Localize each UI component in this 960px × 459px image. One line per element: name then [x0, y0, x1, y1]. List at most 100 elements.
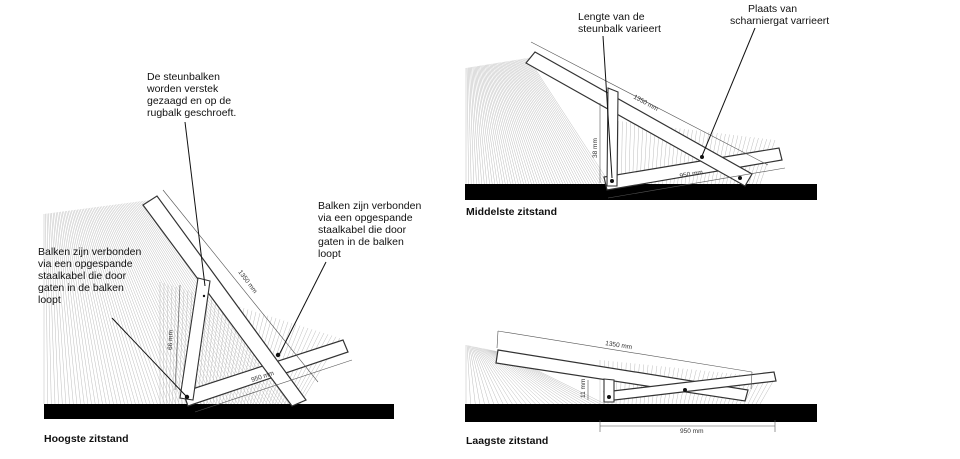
hatch-line: [45, 213, 48, 405]
back-beam: [525, 51, 753, 187]
hatch-line: [498, 62, 543, 185]
hatch-line: [99, 206, 180, 405]
hatch-line: [481, 65, 503, 185]
hatch-line: [175, 288, 181, 405]
annotation-cable-left: Balken zijn verbonden via een opgespande…: [38, 246, 144, 306]
dim-base-label: 950 mm: [680, 428, 703, 435]
hatch-line: [472, 66, 482, 185]
dim-base-label: 950 mm: [679, 169, 703, 180]
hatch-line: [57, 212, 78, 405]
hatch-line: [513, 60, 577, 185]
hatch-line: [78, 209, 129, 405]
hatch-line: [48, 213, 56, 405]
hatch-line: [477, 66, 493, 185]
hatch-line: [172, 286, 177, 405]
hatch-line: [517, 59, 587, 185]
support-strut: [179, 277, 211, 401]
hinge-hole: [610, 179, 614, 183]
hatch-line: [60, 211, 85, 405]
hatch-line: [67, 210, 103, 405]
dim-strut-label: 38 mm: [592, 138, 599, 158]
hatch-line: [759, 377, 776, 405]
hatch-line: [466, 345, 471, 405]
hatch-line: [71, 210, 111, 405]
hatch-line: [83, 208, 140, 405]
hatch-line: [95, 207, 169, 405]
hatch-line: [473, 66, 485, 185]
hatch-line: [114, 204, 217, 405]
hatch-line: [481, 348, 532, 405]
hatch-line: [483, 348, 541, 405]
hatch-line: [504, 61, 556, 185]
hatch-line: [522, 58, 598, 185]
hatch-line: [46, 213, 52, 405]
hatch-line: [51, 212, 63, 405]
hatch-line: [49, 213, 59, 405]
hatch-line: [75, 209, 122, 405]
hatch-line: [490, 63, 524, 185]
hatch-line: [505, 61, 558, 185]
hatch-line: [237, 313, 261, 405]
hatch-line: [468, 67, 472, 185]
hatch-line: [64, 211, 96, 405]
hatch-line: [165, 284, 169, 405]
hatch-line: [482, 348, 536, 405]
hatch-line: [58, 211, 81, 405]
hatch-line: [489, 64, 522, 185]
hatch-line: [495, 63, 535, 185]
hatch-line: [470, 345, 485, 405]
hatch-line: [80, 209, 133, 405]
hatch-line: [470, 67, 477, 185]
hatch-line: [516, 59, 585, 185]
hatch-line: [507, 61, 564, 185]
hatch-line: [77, 209, 125, 405]
hatch-line: [515, 59, 582, 185]
hatch-line: [497, 62, 540, 185]
leader-line-lengte: [602, 35, 613, 179]
hatch-line: [81, 208, 136, 405]
annotation-lengte: Lengte van de steunbalk varieert: [578, 11, 661, 35]
hatch-line: [479, 65, 498, 185]
hatch-line: [471, 346, 490, 405]
hatch-line: [508, 60, 566, 185]
caption-laagste: Laagste zitstand: [466, 435, 548, 447]
hatch-line: [92, 207, 162, 405]
leader-line-plaats: [701, 27, 756, 157]
caption-middelste: Middelste zitstand: [466, 206, 557, 218]
hatch-line: [520, 58, 595, 185]
hatch-line: [122, 203, 235, 405]
hatch-line: [472, 346, 495, 405]
hatch-line: [493, 63, 532, 185]
dim-beam-label: 1350 mm: [605, 340, 633, 351]
hatch-line: [473, 346, 499, 405]
hatch-line: [483, 65, 509, 185]
dim-strut-label: 66 mm: [167, 330, 175, 350]
hatch-line: [478, 347, 518, 405]
hatch-line: [119, 203, 228, 405]
hatch-line: [116, 204, 220, 405]
cable-hole: [700, 155, 704, 159]
hatch-line: [84, 208, 143, 405]
hatch-line: [240, 314, 265, 405]
hatch-line: [519, 59, 592, 185]
screw-hole: [202, 294, 206, 298]
hatch-line: [52, 212, 67, 405]
hatch-line: [501, 62, 551, 185]
hatch-line: [55, 212, 74, 405]
hatch-line: [506, 61, 561, 185]
support-strut: [606, 87, 619, 187]
hatch-line: [480, 347, 527, 405]
hatch-line: [127, 202, 246, 405]
base-beam: [182, 339, 349, 407]
hatch-line: [124, 203, 239, 405]
dim-line-beam: [162, 189, 319, 383]
hatch-line: [63, 211, 92, 405]
hatch-line: [74, 209, 118, 405]
hatch-line: [475, 346, 508, 405]
diagram-laagste: 1350 mm 950 mm 11 mm Laagste zitstand: [465, 330, 817, 447]
hatch-line: [477, 347, 513, 405]
dim-beam-label: 1350 mm: [236, 269, 258, 295]
dim-line-strut: [174, 284, 181, 391]
hatch-line: [102, 206, 187, 405]
